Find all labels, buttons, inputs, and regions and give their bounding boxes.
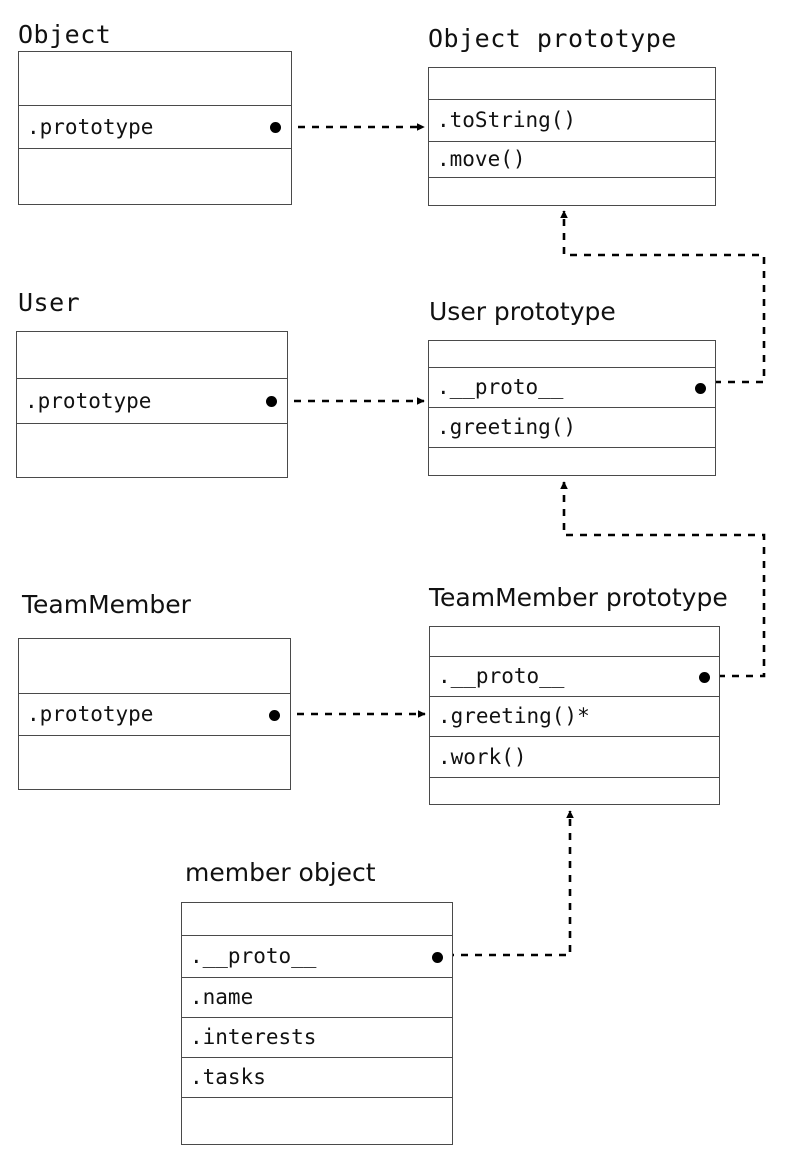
row-tmproto-0 bbox=[430, 627, 719, 657]
box-member-object: .__proto__ .name .interests .tasks bbox=[181, 902, 453, 1145]
row-object-prototype[interactable]: .prototype bbox=[19, 106, 291, 149]
heading-user-prototype: User prototype bbox=[429, 297, 616, 326]
row-objproto-tostring[interactable]: .toString() bbox=[429, 100, 715, 142]
row-member-5 bbox=[182, 1098, 452, 1146]
row-user-2 bbox=[17, 424, 287, 479]
row-objproto-move[interactable]: .move() bbox=[429, 142, 715, 178]
row-label: .greeting()* bbox=[438, 704, 590, 728]
box-teammember-prototype: .__proto__ .greeting()* .work() bbox=[429, 626, 720, 805]
heading-object: Object bbox=[18, 20, 112, 49]
row-userproto-3 bbox=[429, 448, 715, 477]
row-label: .prototype bbox=[27, 114, 154, 139]
row-userproto-0 bbox=[429, 341, 715, 368]
heading-teammember: TeamMember bbox=[22, 590, 191, 619]
row-label: .__proto__ bbox=[438, 664, 565, 688]
reference-dot bbox=[695, 383, 706, 394]
row-tmproto-4 bbox=[430, 778, 719, 806]
row-label: .prototype bbox=[27, 702, 154, 726]
heading-user: User bbox=[18, 288, 81, 317]
row-label: .prototype bbox=[25, 388, 152, 413]
row-member-tasks[interactable]: .tasks bbox=[182, 1058, 452, 1098]
connector-tmproto-to-userprototype bbox=[560, 481, 766, 678]
connector-userproto-to-objectprototype bbox=[560, 210, 766, 384]
heading-object-prototype: Object prototype bbox=[428, 24, 677, 53]
row-tm-prototype[interactable]: .prototype bbox=[19, 694, 290, 736]
row-label: .work() bbox=[438, 744, 527, 769]
row-tm-0 bbox=[19, 639, 290, 694]
row-user-prototype[interactable]: .prototype bbox=[17, 379, 287, 424]
connector-member-to-tmprototype bbox=[447, 810, 574, 957]
heading-member-object: member object bbox=[185, 858, 376, 887]
row-object-0 bbox=[19, 52, 291, 106]
row-tmproto-proto[interactable]: .__proto__ bbox=[430, 657, 719, 697]
reference-dot bbox=[270, 122, 281, 133]
reference-dot bbox=[266, 396, 277, 407]
row-member-name[interactable]: .name bbox=[182, 978, 452, 1018]
row-label: .greeting() bbox=[437, 415, 577, 439]
row-object-2 bbox=[19, 149, 291, 206]
row-member-proto[interactable]: .__proto__ bbox=[182, 936, 452, 978]
reference-dot bbox=[269, 710, 280, 721]
box-user: .prototype bbox=[16, 331, 288, 478]
box-teammember: .prototype bbox=[18, 638, 291, 790]
box-object-prototype: .toString() .move() bbox=[428, 67, 716, 206]
row-label: .__proto__ bbox=[437, 375, 564, 399]
row-label: .__proto__ bbox=[190, 944, 317, 968]
row-userproto-proto[interactable]: .__proto__ bbox=[429, 368, 715, 408]
row-objproto-3 bbox=[429, 178, 715, 207]
row-tmproto-greeting[interactable]: .greeting()* bbox=[430, 697, 719, 737]
row-tmproto-work[interactable]: .work() bbox=[430, 737, 719, 778]
heading-teammember-prototype: TeamMember prototype bbox=[429, 583, 728, 612]
row-label: .move() bbox=[437, 147, 526, 171]
row-label: .interests bbox=[190, 1025, 317, 1049]
row-user-0 bbox=[17, 332, 287, 379]
row-label: .tasks bbox=[190, 1065, 266, 1089]
row-objproto-0 bbox=[429, 68, 715, 100]
row-tm-2 bbox=[19, 736, 290, 791]
reference-dot bbox=[699, 672, 710, 683]
row-member-interests[interactable]: .interests bbox=[182, 1018, 452, 1058]
box-object: .prototype bbox=[18, 51, 292, 205]
box-user-prototype: .__proto__ .greeting() bbox=[428, 340, 716, 476]
reference-dot bbox=[432, 952, 443, 963]
row-member-0 bbox=[182, 903, 452, 936]
row-userproto-greeting[interactable]: .greeting() bbox=[429, 408, 715, 448]
row-label: .name bbox=[190, 985, 254, 1009]
row-label: .toString() bbox=[437, 108, 577, 132]
